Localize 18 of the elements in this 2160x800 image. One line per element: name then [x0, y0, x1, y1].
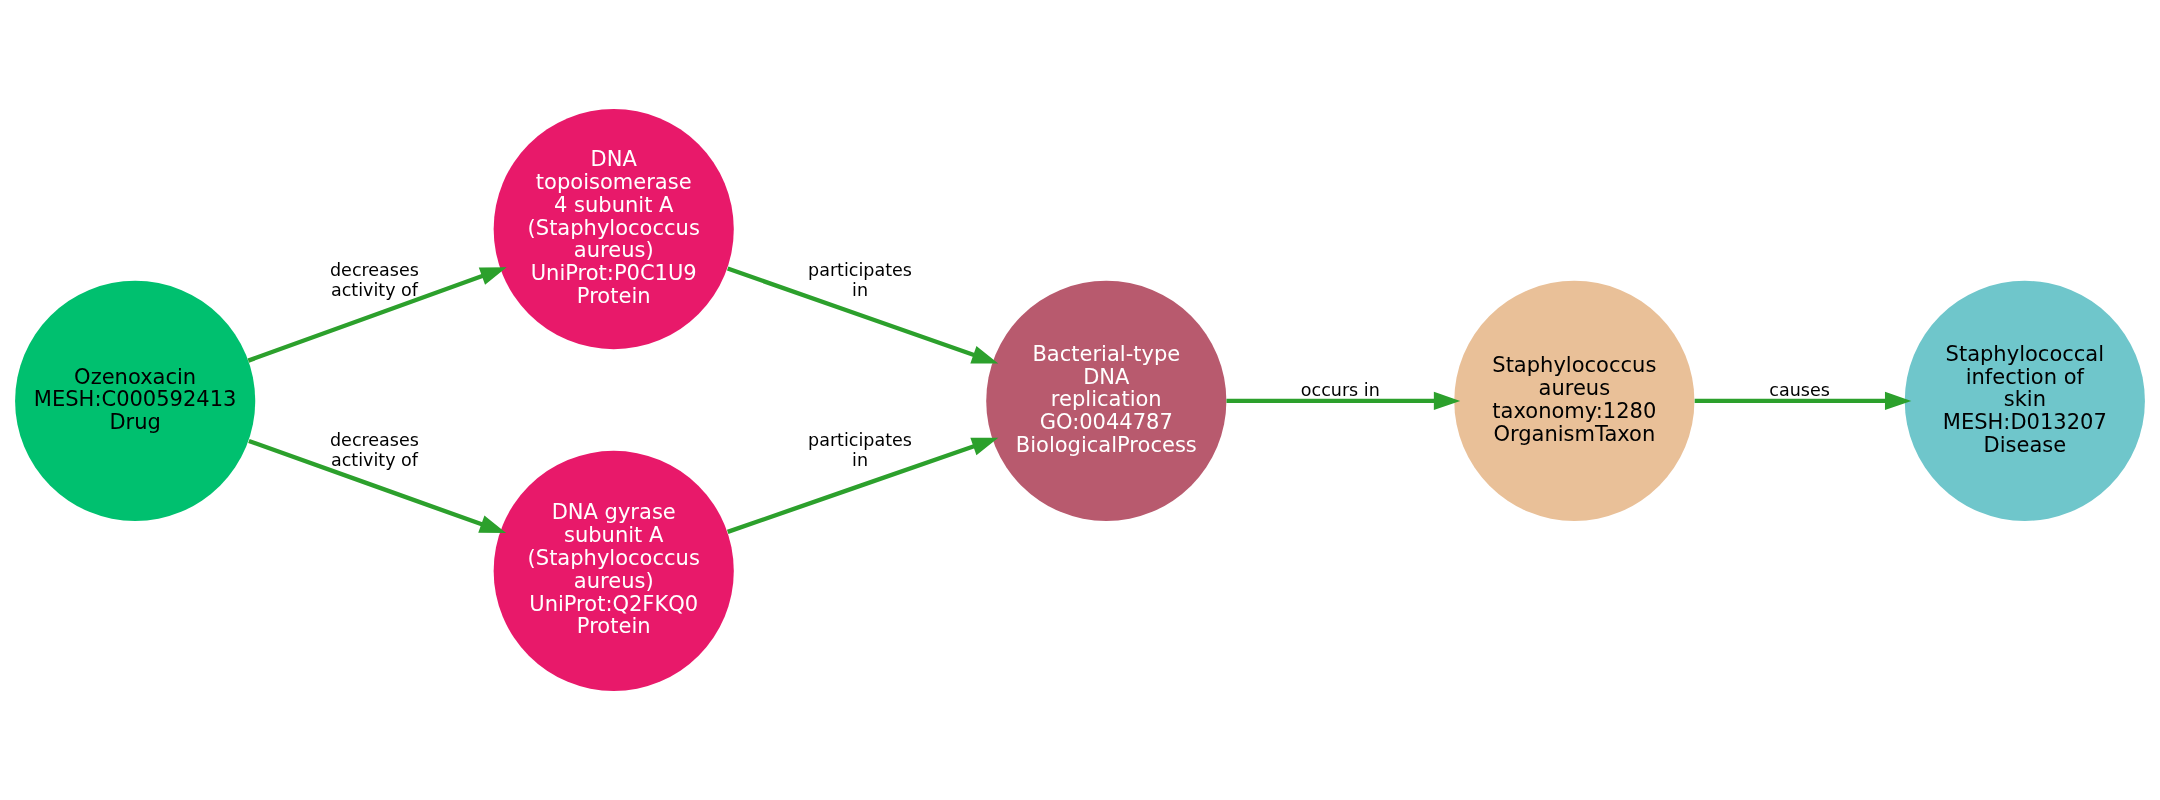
node-circle: Ozenoxacin MESH:C000592413 Drug [15, 280, 256, 521]
arrow [1226, 391, 1461, 411]
arrow [726, 266, 999, 364]
node-circle: Staphylococcal infection of skin MESH:D013207 Disease [1904, 280, 2145, 521]
edge-label: decreases activity of [330, 430, 419, 470]
node-circle: DNA gyrase subunit A (Staphylococcus aureus) UniProt:Q2FKQ0 Protein [493, 450, 734, 691]
node-circle: Staphylococcus aureus taxonomy:1280 OrganismTaxon [1454, 280, 1695, 521]
edge-label: causes [1769, 379, 1830, 400]
arrow [248, 438, 507, 534]
edge-label: decreases activity of [330, 260, 419, 300]
edge-label: occurs in [1300, 379, 1380, 400]
arrow [726, 437, 999, 534]
node-circle: Bacterial-type DNA replication GO:0044787 BiologicalProcess [986, 280, 1227, 521]
arrow [247, 267, 507, 363]
arrow [1694, 391, 1912, 411]
node-circle: DNA topoisomerase 4 subunit A (Staphylococcus aureus) UniProt:P0C1U9 Protein [493, 109, 734, 350]
edge-label: participates in [808, 260, 912, 300]
edge-label: participates in [808, 430, 912, 470]
